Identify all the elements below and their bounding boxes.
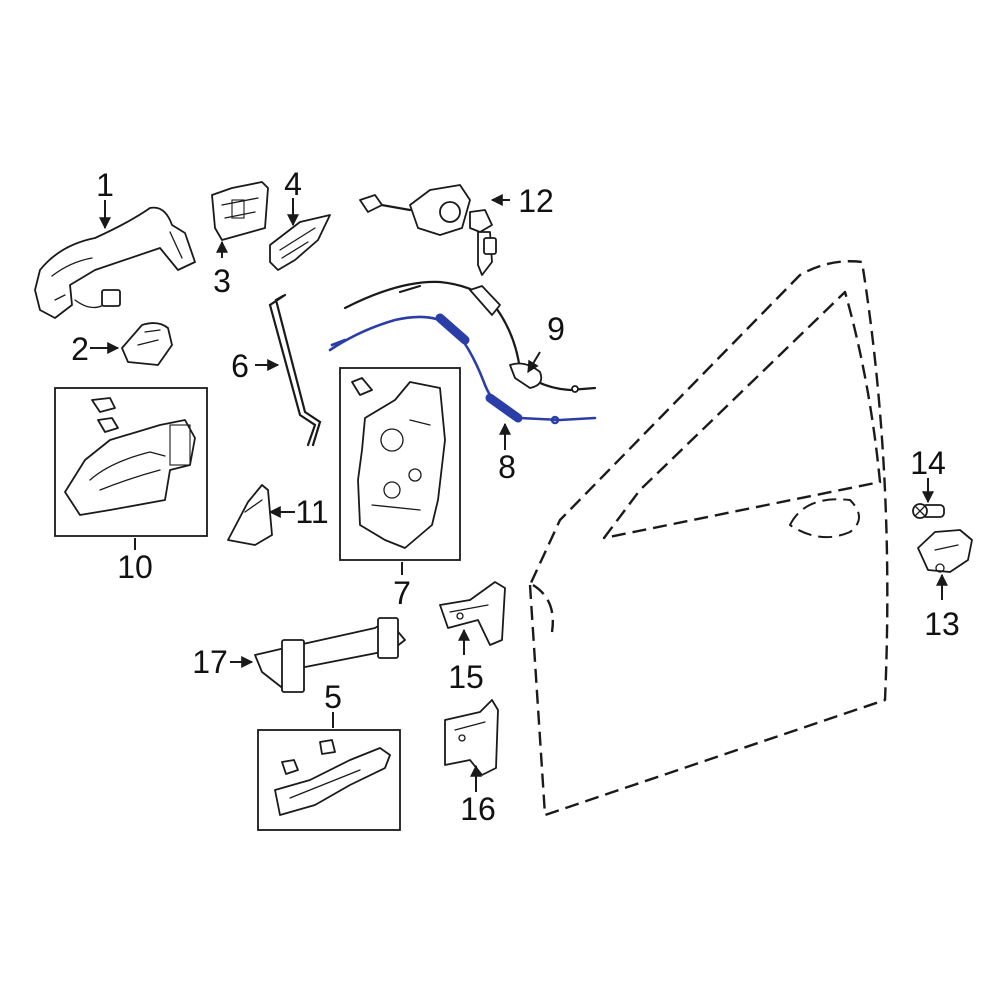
door-shell-outline <box>528 260 889 817</box>
part-inner-trim-cover[interactable] <box>227 484 273 546</box>
part-inside-handle-box[interactable] <box>54 387 208 537</box>
callout-leaders <box>90 194 948 792</box>
callout-1: 1 <box>96 167 114 203</box>
part-lock-rod[interactable] <box>268 293 322 447</box>
part-upper-hinge[interactable] <box>439 581 506 646</box>
callout-5: 5 <box>324 679 342 715</box>
callout-11: 11 <box>295 494 328 530</box>
callout-2: 2 <box>71 331 89 367</box>
part-lower-hinge[interactable] <box>444 699 499 776</box>
part-lock-cylinder[interactable] <box>359 184 497 276</box>
callout-8: 8 <box>498 449 516 485</box>
part-outside-handle[interactable] <box>34 206 196 319</box>
part-handle-base[interactable] <box>211 181 269 241</box>
callout-15: 15 <box>448 659 484 695</box>
callout-13: 13 <box>924 606 960 642</box>
part-door-striker[interactable] <box>917 529 973 573</box>
part-striker-bolt[interactable] <box>912 503 945 519</box>
door-handle-recess <box>789 498 860 539</box>
callout-labels: 1 2 3 4 5 6 7 8 9 10 11 12 13 14 15 16 1… <box>71 166 960 827</box>
part-latch-assembly-box[interactable] <box>339 367 461 561</box>
callout-7: 7 <box>393 575 411 611</box>
part-handle-cap[interactable] <box>121 322 173 366</box>
part-inside-handle-cable[interactable] <box>328 313 597 425</box>
callout-3: 3 <box>213 263 231 299</box>
callout-10: 10 <box>117 549 153 585</box>
callout-14: 14 <box>910 445 946 481</box>
part-bracket-box[interactable] <box>257 729 401 831</box>
callout-17: 17 <box>192 644 228 680</box>
part-door-check[interactable] <box>254 617 406 693</box>
part-bracket-plate[interactable] <box>269 214 331 271</box>
callout-12: 12 <box>518 183 554 219</box>
callout-9: 9 <box>547 311 565 347</box>
callout-4: 4 <box>284 166 302 202</box>
callout-6: 6 <box>231 348 249 384</box>
callout-16: 16 <box>460 791 496 827</box>
